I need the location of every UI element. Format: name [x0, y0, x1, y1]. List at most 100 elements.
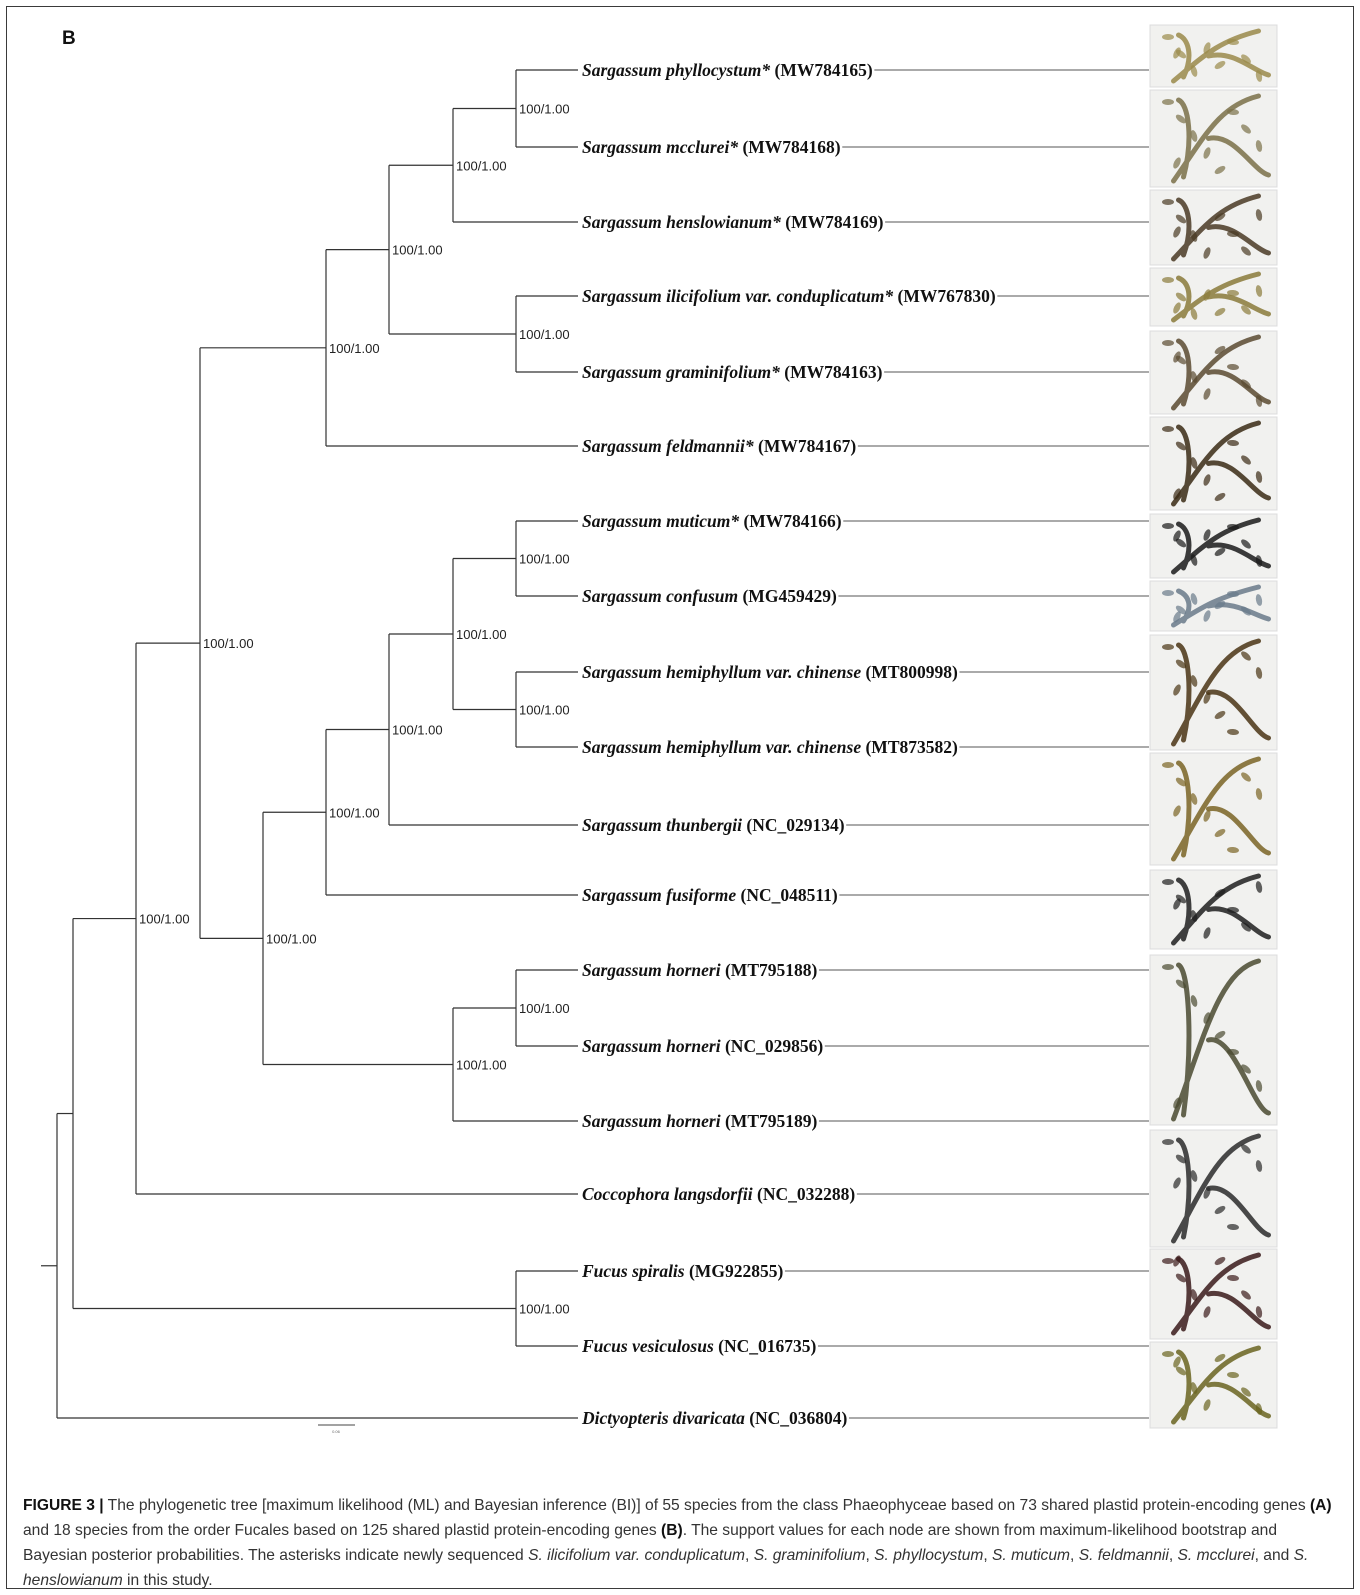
species-name: Dictyopteris divaricata	[581, 1408, 745, 1428]
figure-caption: FIGURE 3 | The phylogenetic tree [maximu…	[23, 1493, 1333, 1593]
herbarium-specimen-sargassum-henslowianum	[1150, 190, 1277, 265]
scale-bar-label: 0.06	[332, 1429, 341, 1434]
node-support-value: 100/1.00	[519, 1001, 570, 1016]
tip-label-hemiphyllum1: Sargassum hemiphyllum var. chinense (MT8…	[582, 662, 958, 682]
accession-number: (MW767830)	[893, 286, 996, 306]
phylogenetic-tree: B Sargassum phyllocystum* (MW784165)Sarg…	[0, 0, 1360, 1480]
herbarium-specimen-sargassum-graminifolium	[1150, 331, 1277, 414]
node-support-value: 100/1.00	[392, 243, 443, 258]
herbarium-specimen-sargassum-horneri	[1150, 955, 1277, 1125]
species-name: Sargassum horneri	[582, 1036, 721, 1056]
accession-number: (NC_048511)	[736, 885, 838, 905]
caption-text-2: and 18 species from the order Fucales ba…	[23, 1522, 661, 1539]
species-name: Sargassum feldmannii*	[582, 436, 754, 456]
tip-label-confusum: Sargassum confusum (MG459429)	[582, 586, 837, 606]
tip-label-henslowianum: Sargassum henslowianum* (MW784169)	[582, 212, 884, 232]
tip-label-feldmannii: Sargassum feldmannii* (MW784167)	[582, 436, 856, 456]
tip-label-spiralis: Fucus spiralis (MG922855)	[581, 1261, 783, 1281]
species-name: Sargassum ilicifolium var. conduplicatum…	[582, 286, 893, 306]
accession-number: (MW784167)	[754, 436, 857, 456]
accession-number: (MT800998)	[861, 662, 958, 682]
species-name: Sargassum confusum	[582, 586, 738, 606]
tip-label-mcclurei: Sargassum mcclurei* (MW784168)	[582, 137, 841, 157]
herbarium-specimen-sargassum-hemiphyllum	[1150, 635, 1277, 750]
species-name: Fucus vesiculosus	[581, 1336, 714, 1356]
caption-species-2: S. graminifolium	[754, 1547, 866, 1564]
node-support-value: 100/1.00	[139, 912, 190, 927]
species-name: Sargassum hemiphyllum var. chinense	[582, 737, 861, 757]
species-name: Sargassum mcclurei*	[582, 137, 738, 157]
tip-label-vesiculosus: Fucus vesiculosus (NC_016735)	[581, 1336, 816, 1356]
caption-species-5: S. feldmannii	[1079, 1547, 1169, 1564]
node-support-value: 100/1.00	[203, 636, 254, 651]
species-name: Sargassum graminifolium*	[582, 362, 780, 382]
tip-label-dictyopteris: Dictyopteris divaricata (NC_036804)	[581, 1408, 848, 1428]
caption-separator: ,	[865, 1547, 874, 1564]
tip-label-graminifolium: Sargassum graminifolium* (MW784163)	[582, 362, 883, 382]
node-support-value: 100/1.00	[266, 931, 317, 946]
herbarium-specimen-fucus-spiralis	[1150, 1249, 1277, 1339]
node-support-value: 100/1.00	[519, 703, 570, 718]
species-name: Sargassum henslowianum*	[582, 212, 781, 232]
node-support-value: 100/1.00	[519, 1302, 570, 1317]
node-support-value: 100/1.00	[329, 341, 380, 356]
herbarium-specimen-sargassum-fusiforme	[1150, 870, 1277, 949]
node-support-value: 100/1.00	[456, 158, 507, 173]
node-support-value: 100/1.00	[519, 552, 570, 567]
node-support-value: 100/1.00	[519, 102, 570, 117]
caption-species-4: S. muticum	[992, 1547, 1070, 1564]
herbarium-specimen-sargassum-feldmannii	[1150, 417, 1277, 510]
accession-number: (MW784163)	[780, 362, 883, 382]
accession-number: (MW784169)	[781, 212, 884, 232]
caption-species-6: S. mcclurei	[1178, 1547, 1255, 1564]
species-name: Sargassum muticum*	[582, 511, 739, 531]
tip-label-horneri1: Sargassum horneri (MT795188)	[582, 960, 818, 980]
accession-number: (NC_036804)	[745, 1408, 848, 1428]
accession-number: (MT795188)	[721, 960, 818, 980]
accession-number: (NC_032288)	[753, 1184, 856, 1204]
accession-number: (MW784166)	[739, 511, 842, 531]
accession-number: (MT873582)	[861, 737, 958, 757]
caption-text-1: The phylogenetic tree [maximum likelihoo…	[104, 1497, 1310, 1514]
species-name: Sargassum hemiphyllum var. chinense	[582, 662, 861, 682]
caption-species-1: S. ilicifolium var. conduplicatum	[528, 1547, 745, 1564]
panel-label: B	[62, 28, 76, 49]
herbarium-specimen-sargassum-ilicifolium	[1150, 268, 1277, 326]
species-name: Sargassum fusiforme	[582, 885, 736, 905]
species-name: Fucus spiralis	[581, 1261, 685, 1281]
caption-ref-b: (B)	[661, 1522, 683, 1539]
node-support-value: 100/1.00	[519, 327, 570, 342]
tip-label-thunbergii: Sargassum thunbergii (NC_029134)	[582, 815, 845, 835]
herbarium-specimen-fucus-vesiculosus	[1150, 1342, 1277, 1428]
tip-label-phyllocystum: Sargassum phyllocystum* (MW784165)	[582, 60, 873, 80]
caption-separator: ,	[1070, 1547, 1079, 1564]
accession-number: (NC_029134)	[742, 815, 845, 835]
herbarium-specimen-coccophora-langsdorfii	[1150, 1130, 1277, 1247]
herbarium-specimen-sargassum-mcclurei	[1150, 90, 1277, 187]
caption-species-3: S. phyllocystum	[874, 1547, 983, 1564]
tip-label-hemiphyllum2: Sargassum hemiphyllum var. chinense (MT8…	[582, 737, 958, 757]
herbarium-specimen-sargassum-phyllocystum	[1150, 25, 1277, 87]
accession-number: (MG922855)	[685, 1261, 784, 1281]
accession-number: (MW784168)	[738, 137, 841, 157]
species-name: Sargassum phyllocystum*	[582, 60, 770, 80]
tip-label-muticum: Sargassum muticum* (MW784166)	[582, 511, 842, 531]
caption-ref-a: (A)	[1310, 1497, 1332, 1514]
node-support-value: 100/1.00	[456, 627, 507, 642]
species-name: Sargassum horneri	[582, 960, 721, 980]
caption-separator: ,	[745, 1547, 754, 1564]
node-support-value: 100/1.00	[329, 805, 380, 820]
herbarium-specimen-sargassum-muticum	[1150, 514, 1277, 578]
species-name: Coccophora langsdorfii	[582, 1184, 753, 1204]
caption-title: FIGURE 3 |	[23, 1497, 104, 1514]
accession-number: (MW784165)	[770, 60, 873, 80]
caption-separator: ,	[1169, 1547, 1178, 1564]
tip-label-coccophora: Coccophora langsdorfii (NC_032288)	[582, 1184, 855, 1204]
node-support-value: 100/1.00	[392, 723, 443, 738]
species-name: Sargassum thunbergii	[582, 815, 742, 835]
node-support-value: 100/1.00	[456, 1058, 507, 1073]
accession-number: (MT795189)	[721, 1111, 818, 1131]
accession-number: (NC_029856)	[721, 1036, 824, 1056]
species-name: Sargassum horneri	[582, 1111, 721, 1131]
accession-number: (MG459429)	[738, 586, 837, 606]
